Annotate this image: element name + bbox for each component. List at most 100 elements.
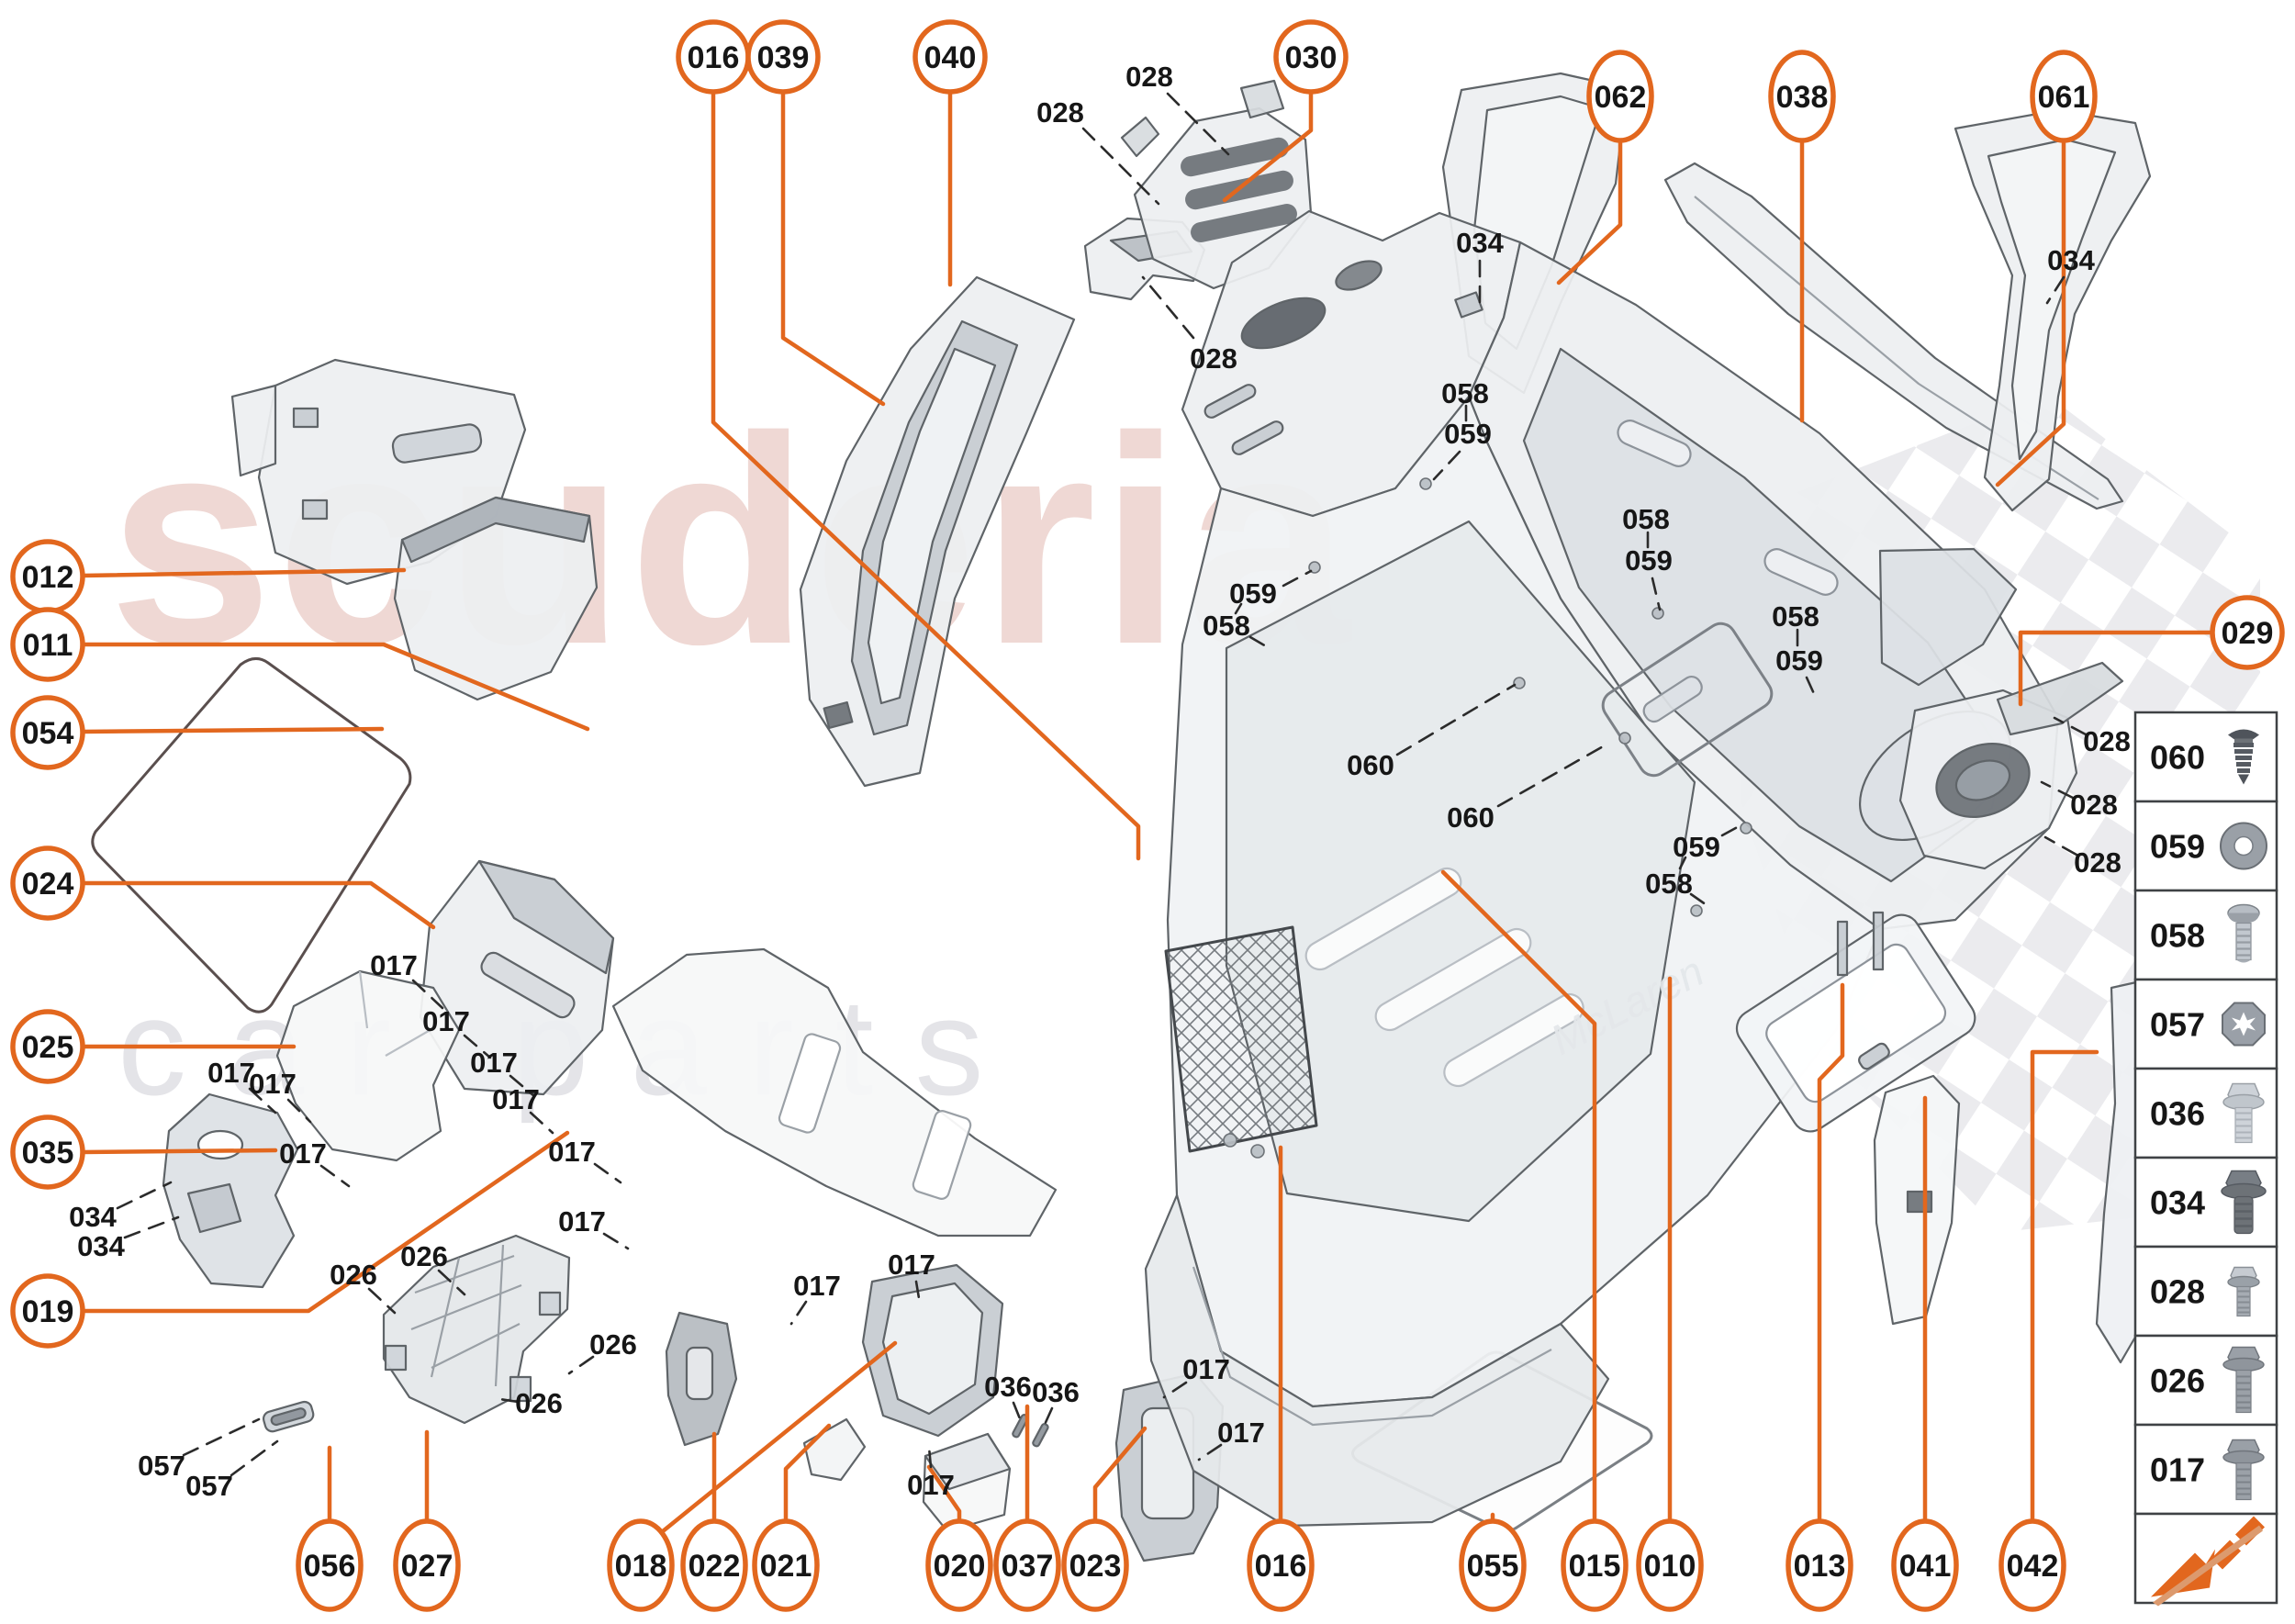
leader-line-042	[2030, 1049, 2099, 1524]
dash-pointer-036	[1041, 1406, 1054, 1430]
callout-016[interactable]: 016	[676, 19, 751, 95]
callout-circle-041[interactable]	[1891, 1518, 1959, 1612]
callout-circle-042[interactable]	[1998, 1518, 2066, 1612]
callout-038[interactable]: 038	[1768, 50, 1836, 143]
part-label-060: 060	[1447, 801, 1495, 834]
callout-number-024: 024	[22, 867, 74, 902]
callout-circle-021[interactable]	[752, 1518, 820, 1612]
legend-cell-060[interactable]	[2133, 711, 2278, 803]
part-label-034: 034	[77, 1230, 125, 1262]
callout-022[interactable]: 022	[680, 1518, 748, 1612]
callout-056[interactable]: 056	[296, 1518, 364, 1612]
callout-012[interactable]: 012	[10, 539, 85, 614]
legend-cell-036[interactable]	[2133, 1067, 2278, 1159]
callout-circle-035[interactable]	[10, 1114, 85, 1190]
part-label-028: 028	[2083, 725, 2131, 757]
callout-055[interactable]: 055	[1459, 1518, 1527, 1612]
callout-circle-013[interactable]	[1786, 1518, 1853, 1612]
callout-062[interactable]: 062	[1586, 50, 1654, 143]
part-label-026: 026	[400, 1240, 448, 1272]
legend-number-057: 057	[2150, 1006, 2205, 1044]
callout-030[interactable]: 030	[1273, 19, 1349, 95]
callout-027[interactable]: 027	[393, 1518, 461, 1612]
callout-039[interactable]: 039	[745, 19, 821, 95]
callout-circle-011[interactable]	[10, 607, 85, 682]
callout-circle-061[interactable]	[2030, 50, 2098, 143]
callout-circle-037[interactable]	[993, 1518, 1061, 1612]
callout-037[interactable]: 037	[993, 1518, 1061, 1612]
legend-row-036[interactable]: 036	[2133, 1067, 2278, 1159]
legend-row-057[interactable]: 057	[2133, 978, 2278, 1070]
legend-cell-058[interactable]	[2133, 889, 2278, 981]
callout-circle-030[interactable]	[1273, 19, 1349, 95]
callout-042[interactable]: 042	[1998, 1518, 2066, 1612]
callout-circle-038[interactable]	[1768, 50, 1836, 143]
dash-pointer-028	[2040, 780, 2075, 800]
callout-041[interactable]: 041	[1891, 1518, 1959, 1612]
callout-circle-039[interactable]	[745, 19, 821, 95]
callout-number-022: 022	[688, 1549, 741, 1584]
callout-040[interactable]: 040	[912, 19, 988, 95]
part-018-panel	[861, 1263, 1004, 1438]
part-label-059: 059	[1444, 418, 1492, 450]
callout-circle-027[interactable]	[393, 1518, 461, 1612]
callout-015[interactable]: 015	[1561, 1518, 1629, 1612]
callout-circle-016[interactable]	[1247, 1518, 1315, 1612]
legend-row-059[interactable]: 059	[2133, 800, 2278, 892]
callout-number-038: 038	[1776, 80, 1829, 115]
callout-020[interactable]: 020	[925, 1518, 993, 1612]
callout-023[interactable]: 023	[1061, 1518, 1129, 1612]
callout-circle-029[interactable]	[2210, 595, 2285, 670]
callout-021[interactable]: 021	[752, 1518, 820, 1612]
legend-row-017[interactable]: 017	[2133, 1423, 2278, 1516]
callout-number-055: 055	[1467, 1549, 1519, 1584]
callout-circle-054[interactable]	[10, 695, 85, 770]
callout-018[interactable]: 018	[607, 1518, 675, 1612]
callout-011[interactable]: 011	[10, 607, 85, 682]
callout-circle-019[interactable]	[10, 1273, 85, 1349]
part-061-trim	[1954, 108, 2152, 512]
legend-row-026[interactable]: 026	[2133, 1334, 2278, 1427]
callout-circle-022[interactable]	[680, 1518, 748, 1612]
label-tick	[1234, 602, 1243, 615]
callout-029[interactable]: 029	[2210, 595, 2285, 670]
callout-circle-025[interactable]	[10, 1009, 85, 1084]
callout-035[interactable]: 035	[10, 1114, 85, 1190]
dash-pointer-034	[116, 1181, 173, 1210]
callout-circle-040[interactable]	[912, 19, 988, 95]
callout-016[interactable]: 016	[1247, 1518, 1315, 1612]
callout-010[interactable]: 010	[1636, 1518, 1704, 1612]
callout-013[interactable]: 013	[1786, 1518, 1853, 1612]
callout-number-011: 011	[23, 628, 73, 663]
callout-circle-020[interactable]	[925, 1518, 993, 1612]
legend-row-034[interactable]: 034	[2133, 1156, 2278, 1249]
callout-circle-062[interactable]	[1586, 50, 1654, 143]
callout-054[interactable]: 054	[10, 695, 85, 770]
legend-number-017: 017	[2150, 1451, 2205, 1489]
part-label-059: 059	[1625, 544, 1673, 577]
callout-061[interactable]: 061	[2030, 50, 2098, 143]
callout-circle-010[interactable]	[1636, 1518, 1704, 1612]
callout-circle-056[interactable]	[296, 1518, 364, 1612]
callout-024[interactable]: 024	[10, 846, 85, 921]
part-label-017: 017	[370, 949, 418, 981]
callout-025[interactable]: 025	[10, 1009, 85, 1084]
part-label-028: 028	[1125, 61, 1173, 93]
legend-row-060[interactable]: 060	[2133, 711, 2278, 803]
legend-cell-028[interactable]	[2133, 1245, 2278, 1338]
part-label-034: 034	[1456, 227, 1504, 259]
callout-number-027: 027	[401, 1549, 453, 1584]
callout-circle-018[interactable]	[607, 1518, 675, 1612]
dash-pointer-017	[1197, 1443, 1223, 1462]
part-label-059: 059	[1673, 831, 1720, 863]
callout-019[interactable]: 019	[10, 1273, 85, 1349]
callout-circle-055[interactable]	[1459, 1518, 1527, 1612]
callout-circle-024[interactable]	[10, 846, 85, 921]
legend-row-058[interactable]: 058	[2133, 889, 2278, 981]
dash-pointer-034	[123, 1215, 180, 1239]
callout-circle-015[interactable]	[1561, 1518, 1629, 1612]
dash-pointer-028	[1166, 92, 1230, 156]
callout-circle-023[interactable]	[1061, 1518, 1129, 1612]
legend-row-028[interactable]: 028	[2133, 1245, 2278, 1338]
